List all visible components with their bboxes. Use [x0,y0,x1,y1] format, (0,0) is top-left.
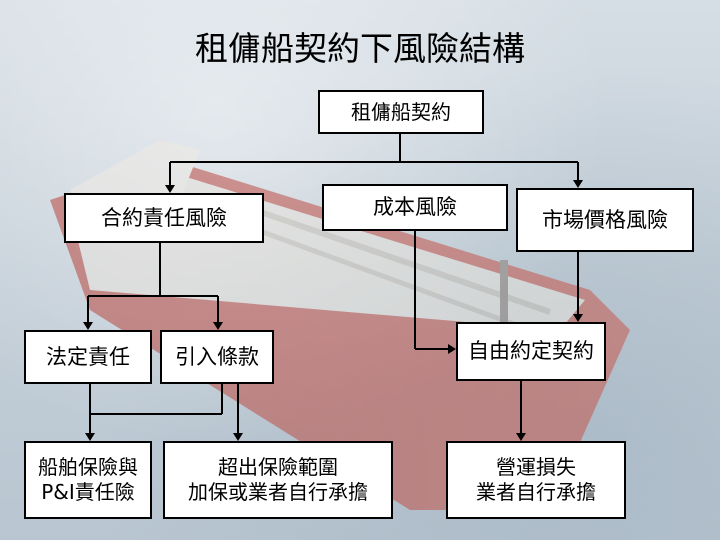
arrow-beyond-cover [233,433,243,441]
node-hull-pi-insurance: 船舶保險與 P&I責任險 [24,441,152,519]
node-market-price-risk: 市場價格風險 [516,188,694,252]
node-incorporated-clauses: 引入條款 [160,330,274,384]
node-beyond-cover-line2: 加保或業者自行承擔 [188,480,368,504]
node-incorporated-clauses-label: 引入條款 [175,344,259,369]
node-operating-loss-line1: 營運損失 [496,455,576,479]
arrow-contract-risk [165,185,175,193]
arrow-operating-loss [516,433,526,441]
node-statutory-liability: 法定責任 [24,330,152,384]
node-contract-liability-risk: 合約責任風險 [64,193,264,243]
arrow-market-risk [573,180,583,188]
node-charter-contract: 租傭船契約 [318,90,484,134]
node-beyond-insurance-cover: 超出保險範圍 加保或業者自行承擔 [163,441,393,519]
arrow-hull-pi [85,433,95,441]
arrow-clauses [213,322,223,330]
node-cost-risk-label: 成本風險 [373,195,457,220]
node-statutory-liability-label: 法定責任 [46,344,130,369]
node-charter-contract-label: 租傭船契約 [351,99,451,124]
node-hull-pi-line2: P&I責任險 [41,480,135,504]
node-operating-loss: 營運損失 業者自行承擔 [446,441,626,519]
node-free-agreement-label: 自由約定契約 [468,339,594,364]
arrow-market-to-free [573,314,583,322]
node-cost-risk: 成本風險 [322,184,508,231]
node-contract-liability-risk-label: 合約責任風險 [101,205,227,230]
diagram-title: 租傭船契約下風險結構 [195,29,525,68]
node-market-price-risk-label: 市場價格風險 [542,207,668,232]
node-beyond-cover-line1: 超出保險範圍 [218,455,338,479]
node-hull-pi-line1: 船舶保險與 [38,455,138,479]
arrow-cost-to-free [448,344,456,354]
node-operating-loss-line2: 業者自行承擔 [476,480,596,504]
node-free-agreement: 自由約定契約 [456,322,606,381]
arrow-statutory [83,322,93,330]
